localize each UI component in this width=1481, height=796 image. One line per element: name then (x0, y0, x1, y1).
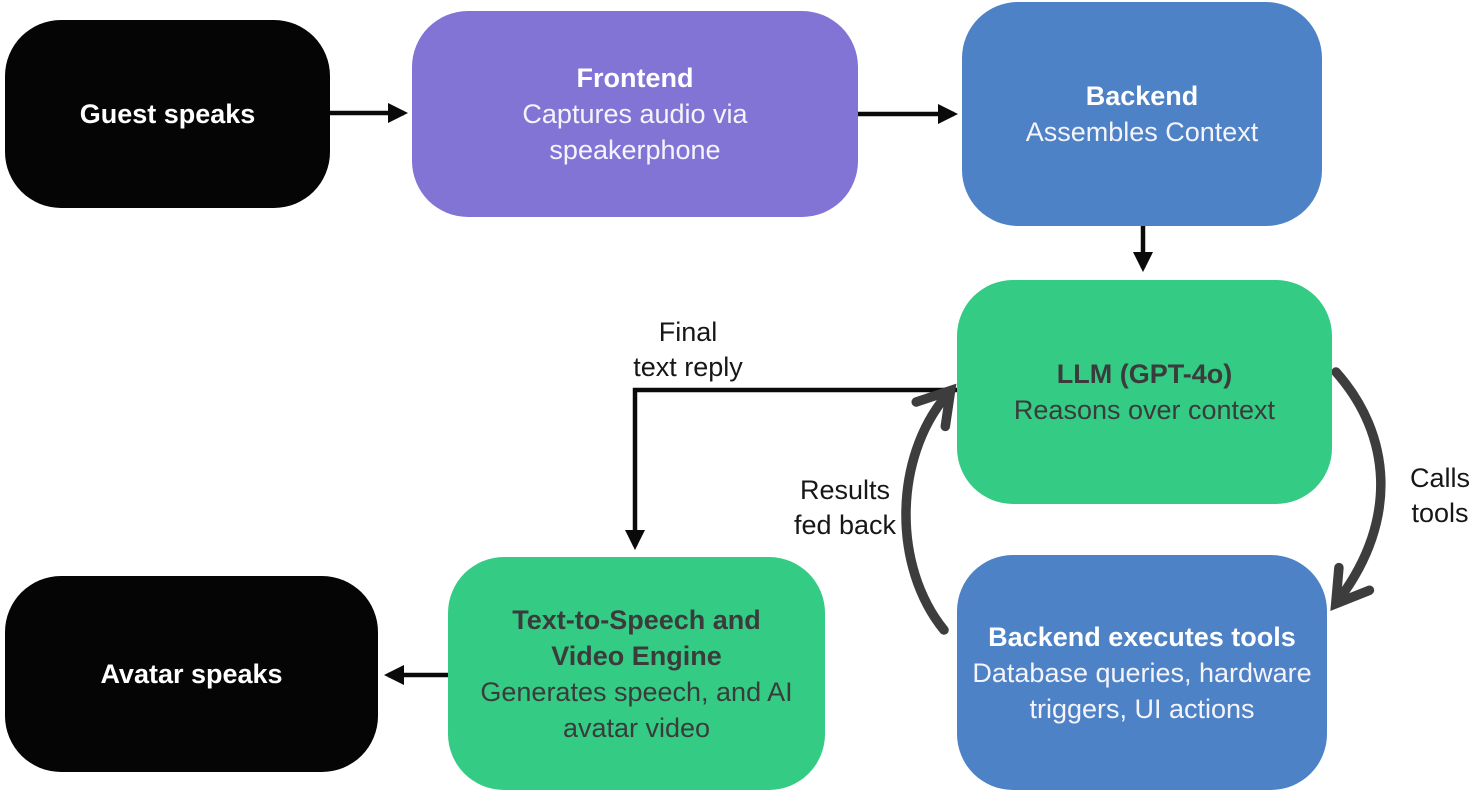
node-subtitle: Database queries, hardware triggers, UI … (972, 657, 1312, 724)
node-title: LLM (GPT-4o) (1056, 359, 1233, 389)
arrow-llm-calls-tools (1330, 367, 1386, 611)
node-title: Frontend (576, 63, 694, 93)
node-title: Backend (1085, 81, 1199, 111)
node-title: Guest speaks (79, 99, 256, 129)
node-subtitle: Captures audio via speakerphone (522, 99, 748, 165)
node-frontend: Frontend Captures audio via speakerphone (412, 11, 858, 217)
edge-label-line: Calls (1409, 463, 1470, 493)
edge-label-results-fed-back: Results fed back (745, 473, 945, 543)
node-title: Text-to-Speech and Video Engine (512, 604, 761, 671)
node-title: Avatar speaks (100, 659, 283, 689)
edge-label-line: Results (799, 475, 891, 505)
edge-label-final-text-reply: Final text reply (588, 315, 788, 385)
node-subtitle: Generates speech, and AI avatar video (480, 676, 793, 743)
node-title: Backend executes tools (988, 621, 1296, 652)
edge-label-line: Final (658, 317, 718, 347)
edge-label-line: text reply (633, 352, 743, 382)
node-backend-executes-tools: Backend executes tools Database queries,… (957, 555, 1327, 790)
node-subtitle: Reasons over context (1013, 395, 1276, 425)
edge-label-calls-tools: Calls tools (1383, 461, 1481, 531)
node-llm-gpt4o: LLM (GPT-4o) Reasons over context (957, 280, 1332, 504)
node-backend: Backend Assembles Context (962, 2, 1322, 226)
edge-label-line: tools (1411, 498, 1469, 528)
node-text-to-speech-video-engine: Text-to-Speech and Video Engine Generate… (448, 557, 825, 790)
node-avatar-speaks: Avatar speaks (5, 576, 378, 772)
edge-label-line: fed back (793, 510, 897, 540)
node-guest-speaks: Guest speaks (5, 20, 330, 208)
node-subtitle: Assembles Context (1025, 117, 1259, 147)
